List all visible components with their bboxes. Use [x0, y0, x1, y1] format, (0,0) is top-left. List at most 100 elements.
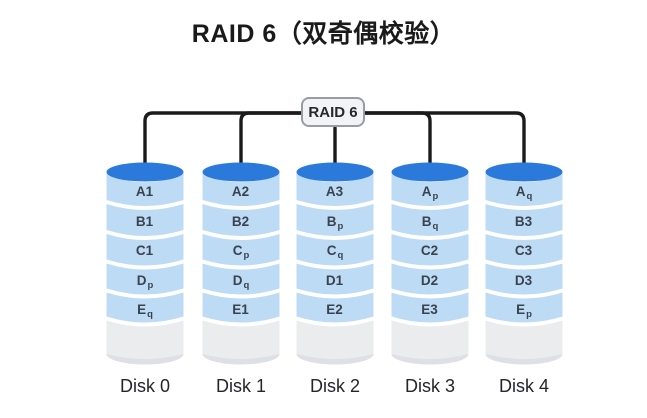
disk-empty-space	[202, 320, 280, 359]
disk-block-band	[106, 263, 184, 295]
block-text: C3	[514, 243, 533, 258]
disk-label: Disk 4	[498, 376, 549, 396]
block-text: C1	[135, 243, 154, 258]
disk-block-band	[391, 204, 469, 236]
block-text: D	[232, 273, 243, 288]
disk-block-band	[202, 263, 280, 295]
disk-cylinder	[202, 162, 280, 365]
block-text: C	[326, 243, 337, 258]
block-text: E3	[421, 302, 438, 317]
disk-block-band	[485, 173, 563, 206]
disk-block-label: Ap	[391, 181, 469, 203]
disk-block-label: B1	[106, 211, 184, 233]
disk-4: Aq B3 C3 D3 Ep Disk 4	[485, 162, 563, 402]
connector-disk1	[239, 111, 304, 172]
block-text: C2	[420, 243, 439, 258]
disk-block-label: E2	[296, 299, 374, 321]
disk-empty-space	[106, 320, 184, 359]
disk-empty-space	[391, 320, 469, 359]
disk-block-label: Aq	[485, 181, 563, 203]
block-text: E	[516, 302, 526, 317]
disk-block-band	[296, 204, 374, 236]
block-subscript: q	[337, 250, 344, 261]
disk-block-band	[202, 234, 280, 266]
disk-block-band	[485, 292, 563, 323]
disk-block-band	[106, 204, 184, 236]
disk-block-label: A1	[106, 181, 184, 203]
disk-block-label: Cp	[202, 240, 280, 262]
disk-block-band	[391, 263, 469, 295]
block-subscript: q	[526, 191, 533, 202]
disk-2: A3 Bp Cq D1 E2 Disk 2	[296, 162, 374, 402]
disk-3: Ap Bq C2 D2 E3 Disk 3	[391, 162, 469, 402]
disk-cylinder	[485, 162, 563, 365]
disk-block-band	[391, 234, 469, 266]
disk-block-label: Eq	[106, 299, 184, 321]
diagram-title: RAID 6（双奇偶校验）	[191, 20, 456, 48]
disk-block-label: B2	[202, 211, 280, 233]
disk-block-label: C1	[106, 240, 184, 262]
block-subscript: p	[337, 221, 344, 232]
block-text: B1	[135, 214, 154, 229]
disk-block-band	[202, 173, 280, 206]
block-text: D3	[514, 273, 533, 288]
disk-top-ellipse	[106, 162, 184, 182]
block-text: A3	[325, 184, 344, 199]
block-text: E2	[326, 302, 343, 317]
disk-block-label: Ep	[485, 299, 563, 321]
block-text: B	[326, 214, 337, 229]
disk-block-label: Dq	[202, 270, 280, 292]
disk-1: A2 B2 Cp Dq E1 Disk 1	[202, 162, 280, 402]
disk-block-band	[485, 204, 563, 236]
disk-block-label: Bp	[296, 211, 374, 233]
block-text: B	[421, 214, 432, 229]
block-subscript: p	[147, 280, 154, 291]
block-text: A	[421, 184, 432, 199]
disk-block-band	[296, 292, 374, 323]
disk-block-label: D2	[391, 270, 469, 292]
disk-block-label: B3	[485, 211, 563, 233]
block-text: E	[137, 302, 147, 317]
disk-label: Disk 2	[309, 376, 360, 396]
block-subscript: p	[432, 191, 439, 202]
disk-top-ellipse	[202, 162, 280, 182]
block-text: E1	[232, 302, 249, 317]
disk-block-label: Dp	[106, 270, 184, 292]
disk-block-band	[296, 234, 374, 266]
disk-block-label: D1	[296, 270, 374, 292]
disk-empty-space	[296, 320, 374, 359]
disk-block-label: A3	[296, 181, 374, 203]
disk-block-band	[106, 234, 184, 266]
block-subscript: q	[243, 280, 250, 291]
disk-0: A1 B1 C1 Dp Eq Disk 0	[106, 162, 184, 402]
disk-block-band	[485, 234, 563, 266]
disk-cylinder	[391, 162, 469, 365]
disk-block-label: D3	[485, 270, 563, 292]
disk-block-band	[391, 292, 469, 323]
block-subscript: q	[432, 221, 439, 232]
disk-block-band	[202, 204, 280, 236]
block-text: D1	[325, 273, 344, 288]
block-subscript: q	[147, 309, 153, 320]
disk-block-band	[106, 173, 184, 206]
disk-block-band	[391, 173, 469, 206]
disk-block-band	[202, 292, 280, 323]
raid-controller-box: RAID 6	[301, 97, 365, 127]
disk-block-band	[296, 263, 374, 295]
block-text: D2	[420, 273, 439, 288]
disk-block-label: A2	[202, 181, 280, 203]
disk-top-ellipse	[485, 162, 563, 182]
disk-block-label: C2	[391, 240, 469, 262]
connector-disk3	[362, 111, 432, 172]
disk-label: Disk 0	[119, 376, 170, 396]
disk-cylinder	[106, 162, 184, 365]
disk-top-ellipse	[296, 162, 374, 182]
block-text: B2	[231, 214, 250, 229]
block-text: A2	[231, 184, 250, 199]
disk-block-band	[106, 292, 184, 323]
block-text: B3	[514, 214, 533, 229]
disk-top-ellipse	[391, 162, 469, 182]
raid-controller-label: RAID 6	[308, 103, 358, 121]
disk-block-band	[296, 173, 374, 206]
